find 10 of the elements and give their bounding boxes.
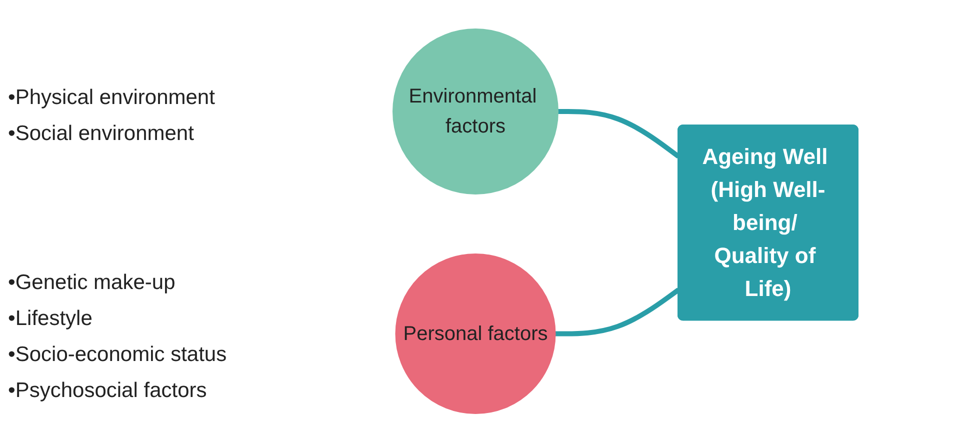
bullet-item: •Lifestyle [8,306,94,332]
connector [558,109,680,159]
connector [555,288,680,336]
bullet-item: •Socio-economic status [8,342,227,368]
node-circle: Personal factors [395,254,556,414]
bullet-item: •Physical environment [8,85,215,111]
node-circle: Environmental factors [392,28,558,195]
bullet-item: •Genetic make-up [8,270,176,296]
bullet-item: •Psychosocial factors [8,378,208,404]
bullet-item: •Social environment [8,121,195,147]
